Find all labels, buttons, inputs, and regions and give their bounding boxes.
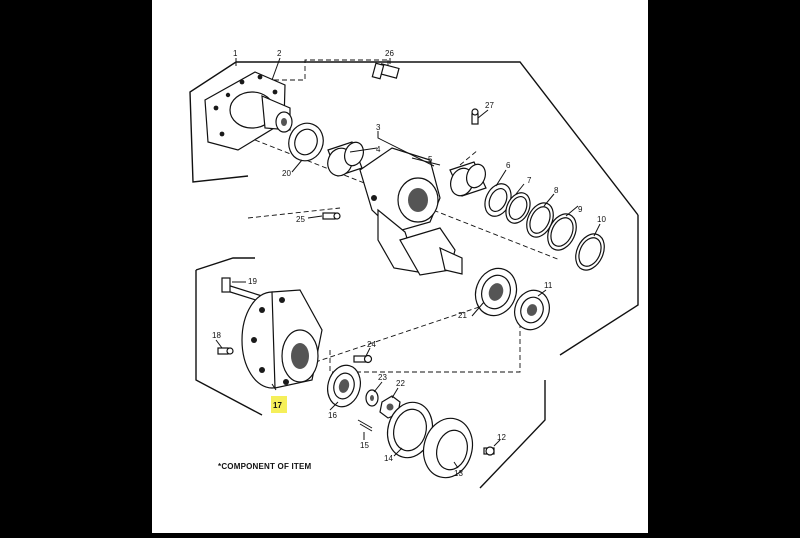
upper-assembly-frame — [189, 61, 639, 356]
part-25-fitting — [322, 212, 341, 220]
callout-13: 13 — [454, 469, 463, 478]
callout-20: 20 — [282, 169, 291, 178]
leader-lines — [215, 57, 601, 469]
callout-24: 24 — [367, 340, 376, 349]
callout-21: 21 — [458, 311, 467, 320]
callout-17-highlight — [271, 396, 287, 413]
part-3-housing — [359, 147, 463, 276]
callout-labels: 1 2 26 27 3 4 5 6 7 8 9 10 11 20 21 25 1… — [212, 49, 606, 478]
callout-7: 7 — [527, 176, 532, 185]
part-12-bolt — [483, 446, 495, 456]
part-27-fitting — [471, 108, 479, 125]
callout-26: 26 — [385, 49, 394, 58]
part-24-bolt — [353, 354, 373, 364]
part-5-bushing — [449, 161, 487, 197]
part-11-seal — [514, 289, 550, 331]
callout-9: 9 — [578, 205, 583, 214]
part-16-bearing — [327, 364, 361, 408]
callout-15: 15 — [360, 441, 369, 450]
part-4-bushing — [327, 141, 365, 177]
callout-22: 22 — [396, 379, 405, 388]
part-18-fitting — [217, 347, 234, 355]
callout-12: 12 — [497, 433, 506, 442]
callout-4: 4 — [376, 145, 381, 154]
component-footnote: *COMPONENT OF ITEM — [218, 462, 312, 471]
callout-6: 6 — [506, 161, 511, 170]
lower-assembly-frame — [195, 257, 546, 489]
callout-27: 27 — [485, 101, 494, 110]
part-21-bearing — [474, 267, 518, 317]
callout-19: 19 — [248, 277, 257, 286]
part-26-bolt — [371, 62, 400, 80]
callout-3: 3 — [376, 123, 381, 132]
callout-23: 23 — [378, 373, 387, 382]
diagram-sheet: 1 2 26 27 3 4 5 6 7 8 9 10 11 20 21 25 1… — [152, 0, 648, 533]
callout-1: 1 — [233, 49, 238, 58]
part-15-pin — [357, 419, 373, 432]
part-14-gasket — [386, 401, 434, 459]
callout-18: 18 — [212, 331, 221, 340]
part-13-cap — [422, 417, 474, 479]
part-20-seal — [288, 122, 324, 162]
callout-10: 10 — [597, 215, 606, 224]
callout-11: 11 — [544, 281, 553, 290]
callout-17: 17 — [273, 401, 282, 410]
part-rings-6-10 — [484, 183, 605, 271]
callout-25: 25 — [296, 215, 305, 224]
part-knuckle-flange — [204, 71, 293, 151]
exploded-parts-diagram: 1 2 26 27 3 4 5 6 7 8 9 10 11 20 21 25 1… — [189, 49, 639, 489]
part-23-washer — [365, 389, 379, 407]
callout-5: 5 — [428, 155, 433, 164]
callout-2: 2 — [277, 49, 282, 58]
callout-14: 14 — [384, 454, 393, 463]
callout-16: 16 — [328, 411, 337, 420]
part-17-hub — [241, 289, 323, 389]
callout-8: 8 — [554, 186, 559, 195]
